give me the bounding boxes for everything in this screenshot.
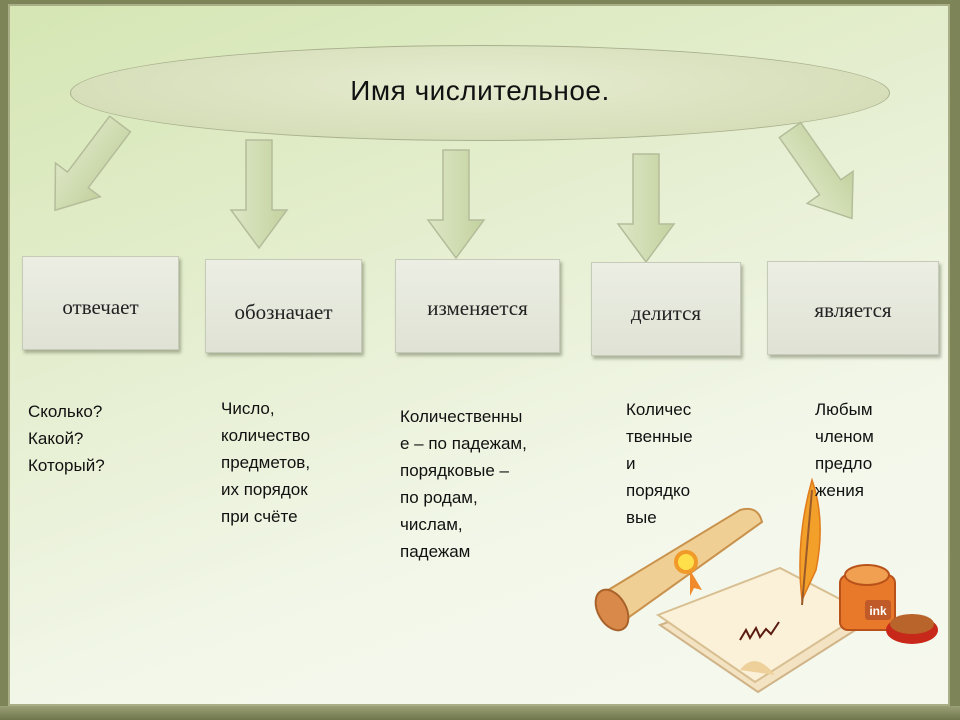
- ink-bottle-icon: ink: [839, 564, 938, 644]
- arrow-down-right-icon: [766, 113, 876, 236]
- desc-oboznachaet: Число, количество предметов, их порядок …: [221, 399, 311, 526]
- box-izmenyaetsya: изменяется: [395, 259, 560, 353]
- box-otvechaet: отвечает: [22, 256, 179, 350]
- ink-label: ink: [869, 604, 887, 618]
- box-label: является: [814, 298, 892, 322]
- arrow-down-left-icon: [31, 106, 144, 228]
- box-delitsya: делится: [591, 262, 741, 356]
- box-oboznachaet: обозначает: [205, 259, 362, 353]
- quill-icon: [799, 477, 821, 606]
- desc-delitsya: Количес твенные и порядко вые: [626, 400, 693, 527]
- paper-stack-icon: [655, 566, 871, 694]
- box-label: обозначает: [234, 300, 333, 324]
- box-label: отвечает: [62, 295, 139, 319]
- desc-izmenyaetsya: Количественны е – по падежам, порядковые…: [400, 407, 527, 561]
- box-yavlyaetsya: является: [767, 261, 939, 355]
- slide-title: Имя числительное.: [350, 75, 610, 106]
- frame-bottom-bar: [0, 706, 960, 720]
- title-ellipse: Имя числительное.: [70, 45, 890, 141]
- arrow-down-icon: [427, 149, 485, 259]
- desc-yavlyaetsya: Любым членом предло жения: [815, 400, 874, 500]
- scroll-quill-ink-illustration: ink: [594, 477, 938, 694]
- desc-otvechaet: Сколько? Какой? Который?: [28, 402, 105, 475]
- arrow-down-icon: [617, 153, 675, 263]
- box-label: делится: [630, 301, 702, 325]
- box-label: изменяется: [427, 296, 528, 320]
- scroll-icon: [594, 507, 764, 632]
- arrow-down-icon: [230, 139, 288, 249]
